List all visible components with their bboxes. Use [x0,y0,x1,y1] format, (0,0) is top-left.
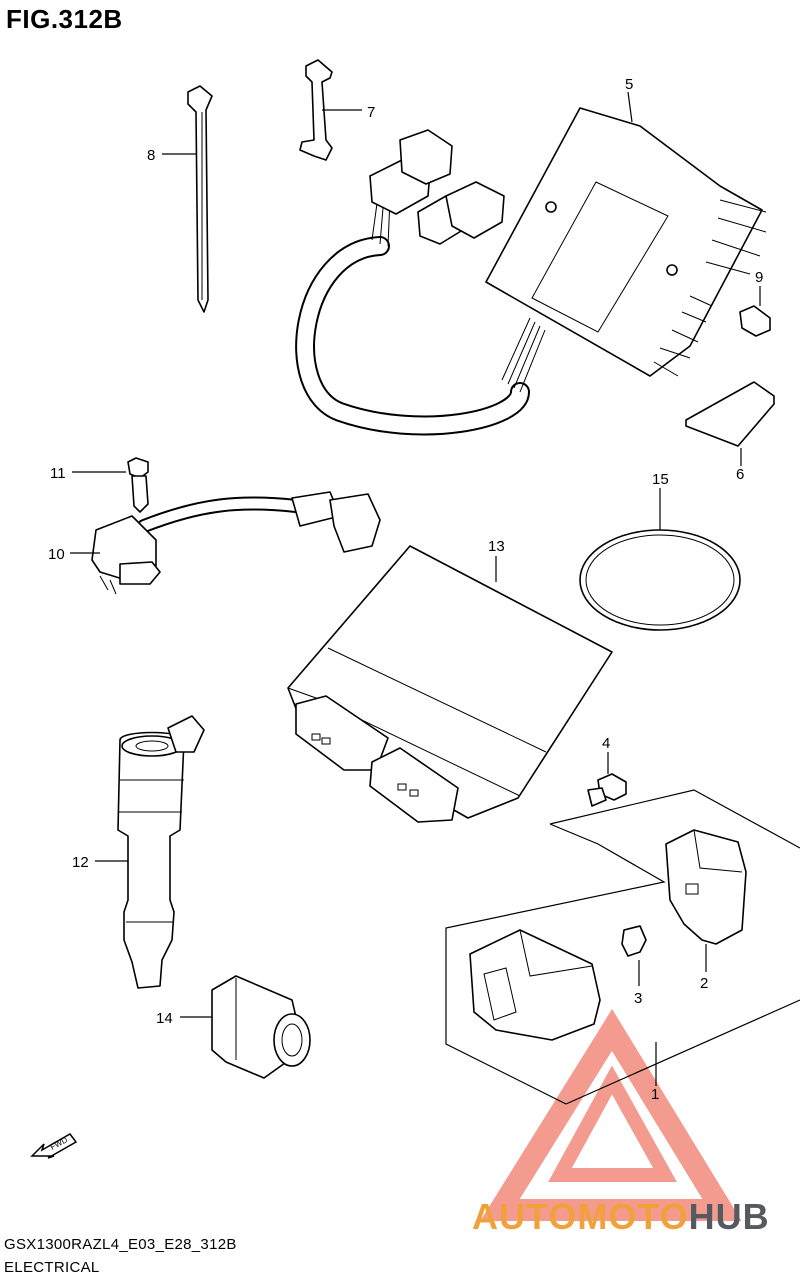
part-6-pad [685,381,775,466]
callout-6: 6 [736,466,744,483]
part-15-ring [579,488,741,631]
assembly-frame [445,789,800,1105]
part-14-connector [180,975,311,1079]
figure-title: FIG.312B [6,4,123,34]
callout-5: 5 [625,76,633,93]
part-12-ignition-coil [95,715,205,989]
part-4-bolt [587,752,627,807]
callout-2: 2 [700,975,708,992]
part-7-clamp [299,59,362,161]
callout-13: 13 [488,538,505,555]
watermark-logo [480,1009,742,1221]
section-label: ELECTRICAL [4,1259,100,1276]
callout-8: 8 [147,147,155,164]
callout-1: 1 [651,1086,659,1103]
callout-9: 9 [755,269,763,286]
part-3-fuse [621,925,647,986]
part-8-cable-tie [162,85,213,313]
model-code: GSX1300RAZL4_E03_E28_312B [4,1236,237,1253]
part-9-bolt [739,286,771,337]
callout-14: 14 [156,1010,173,1027]
watermark-brand: AUTOMOTOHUB [472,1196,770,1238]
callout-4: 4 [602,735,610,752]
callout-3: 3 [634,990,642,1007]
part-10-sensor [70,491,381,595]
callout-15: 15 [652,471,669,488]
callout-7: 7 [367,104,375,121]
part-13-ecm [287,545,613,823]
callout-12: 12 [72,854,89,871]
brand-part2: HUB [688,1196,770,1237]
part-1-relay-box [469,929,657,1086]
callout-11: 11 [50,465,66,482]
part-11-screw [72,457,149,513]
part-5-regulator [295,91,767,436]
part-2-cover [665,829,747,972]
fwd-arrow-icon: FWD [30,1133,78,1159]
brand-part1: AUTOMOTO [472,1196,689,1237]
callout-10: 10 [48,546,65,563]
